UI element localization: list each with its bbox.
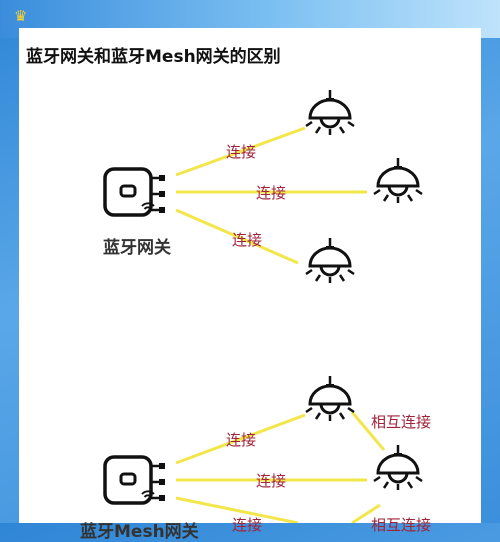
gateway-label: 蓝牙Mesh网关 bbox=[80, 522, 199, 542]
page-title: 蓝牙网关和蓝牙Mesh网关的区别 bbox=[26, 47, 281, 67]
link-label: 连接 bbox=[256, 472, 287, 490]
gateway-icon bbox=[103, 167, 167, 217]
link-line-6 bbox=[175, 496, 299, 523]
link-label: 连接 bbox=[232, 231, 263, 249]
mesh-line-1 bbox=[350, 411, 386, 451]
lamp-icon bbox=[372, 156, 424, 205]
content-card bbox=[19, 28, 481, 523]
link-line-4 bbox=[175, 413, 306, 465]
mesh-label: 相互连接 bbox=[371, 516, 432, 534]
link-line-1 bbox=[175, 126, 306, 177]
gateway-label: 蓝牙网关 bbox=[103, 238, 171, 258]
link-label: 连接 bbox=[226, 143, 257, 161]
mesh-label: 相互连接 bbox=[371, 413, 432, 431]
link-label: 连接 bbox=[256, 184, 287, 202]
diagram-canvas bbox=[103, 88, 424, 523]
link-label: 连接 bbox=[232, 516, 263, 534]
gateway-icon bbox=[103, 455, 167, 505]
lamp-icon bbox=[304, 236, 356, 285]
mesh-line-2 bbox=[351, 503, 381, 523]
lamp-icon bbox=[372, 443, 424, 492]
lamp-icon bbox=[304, 374, 356, 423]
link-label: 连接 bbox=[226, 431, 257, 449]
link-line-3 bbox=[175, 208, 299, 265]
crown-icon: ♛ bbox=[14, 7, 28, 25]
lamp-icon bbox=[304, 88, 356, 137]
